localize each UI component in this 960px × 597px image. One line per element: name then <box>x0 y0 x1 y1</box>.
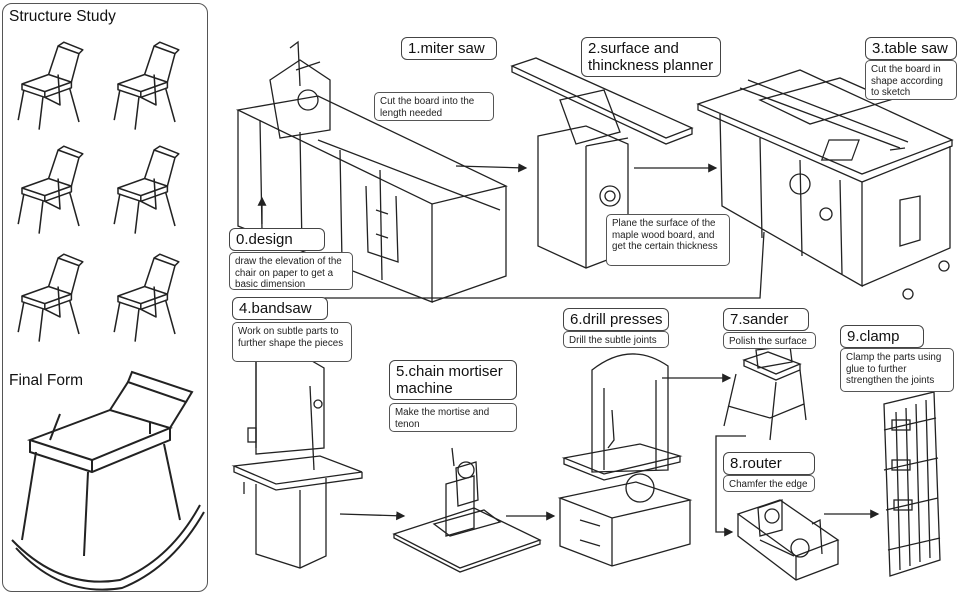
chair-sketch-2 <box>113 41 180 131</box>
clamp-illustration <box>883 391 941 577</box>
chain-mortiser-illustration <box>392 447 542 573</box>
step-mortiser-title: 5.chain mortiser machine <box>389 360 517 400</box>
bandsaw-illustration <box>231 353 363 569</box>
arrow-sander-to-router <box>715 435 746 537</box>
chair-sketch-1 <box>17 41 84 131</box>
step-table-title: 3.table saw <box>865 37 957 60</box>
step-drill-desc: Drill the subtle joints <box>563 331 669 348</box>
chair-study-panel <box>2 3 208 592</box>
table-saw-illustration <box>696 69 954 300</box>
rocking-chair-final <box>11 370 205 591</box>
arrow-miter-to-planner <box>455 163 528 173</box>
step-bandsaw-desc: Work on subtle parts to further shape th… <box>232 322 352 362</box>
step-sander-title: 7.sander <box>723 308 809 331</box>
sander-illustration <box>723 345 807 441</box>
arrow-bandsaw-to-mortiser <box>339 511 406 521</box>
step-router-desc: Chamfer the edge <box>723 475 815 492</box>
step-router-title: 8.router <box>723 452 815 475</box>
step-table-desc: Cut the board in shape according to sket… <box>865 60 957 100</box>
step-planner-desc: Plane the surface of the maple wood boar… <box>606 214 730 266</box>
step-drill-title: 6.drill presses <box>563 308 669 331</box>
step-clamp-desc: Clamp the parts using glue to further st… <box>840 348 954 392</box>
step-mortiser-desc: Make the mortise and tenon <box>389 403 517 432</box>
step-planner-title: 2.surface and thinckness planner <box>581 37 721 77</box>
chair-sketch-6 <box>113 253 180 343</box>
step-clamp-title: 9.clamp <box>840 325 924 348</box>
structure-study-title: Structure Study <box>9 8 116 25</box>
chair-sketch-5 <box>17 253 84 343</box>
step-sander-desc: Polish the surface <box>723 332 816 349</box>
drill-press-illustration <box>557 353 693 567</box>
step-bandsaw-title: 4.bandsaw <box>232 297 328 320</box>
chair-sketch-4 <box>113 145 180 235</box>
step-design-desc: draw the elevation of the chair on paper… <box>229 252 353 290</box>
step-miter-desc: Cut the board into the length needed <box>374 92 494 121</box>
chair-sketch-3 <box>17 145 84 235</box>
step-miter-title: 1.miter saw <box>401 37 497 60</box>
router-illustration <box>736 499 840 581</box>
step-design-title: 0.design <box>229 228 325 251</box>
final-form-title: Final Form <box>9 372 84 389</box>
planner-illustration <box>510 57 694 269</box>
